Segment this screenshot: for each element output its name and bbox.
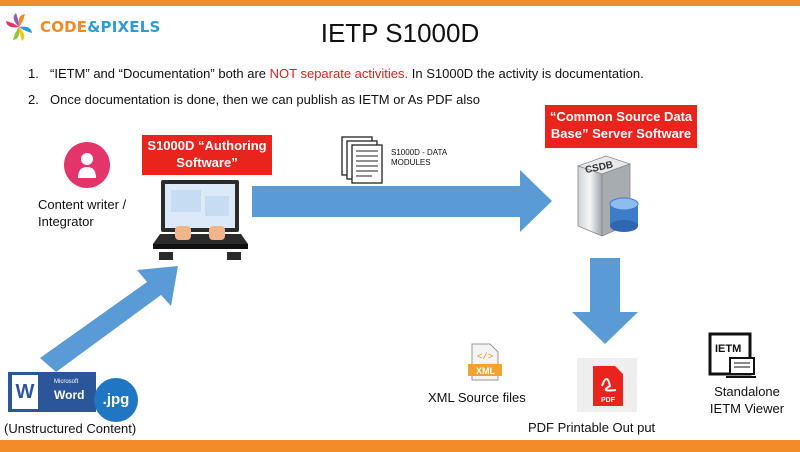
jpg-image-icon: .jpg — [94, 378, 138, 422]
csdb-server-icon: CSDB — [576, 155, 639, 237]
pinwheel-logo-icon — [6, 13, 32, 41]
word-document-icon: W Microsoft Word — [8, 372, 96, 412]
user-avatar-icon — [64, 142, 110, 188]
point-2-text: Once documentation is done, then we can … — [50, 92, 480, 107]
pdf-file-icon: PDF — [577, 358, 637, 412]
content-writer-label: Content writer /Integrator — [38, 197, 127, 229]
xml-source-files-label: XML Source files — [428, 390, 526, 405]
pdf-output-label: PDF Printable Out put — [528, 420, 656, 435]
point-1: 1. “IETM” and “Documentation” both are N… — [28, 66, 644, 92]
top-accent-bar — [0, 0, 800, 6]
xml-badge: XML — [476, 366, 496, 376]
arrow-to-laptop — [40, 266, 178, 372]
ietm-badge: IETM — [715, 343, 741, 355]
ietm-viewer-icon: IETM — [708, 332, 756, 378]
logo-wordmark: CODE&PIXELS — [40, 18, 161, 36]
documents-stack-icon — [341, 136, 383, 184]
point-2: 2. Once documentation is done, then we c… — [28, 92, 644, 118]
unstructured-content-label: (Unstructured Content) — [4, 421, 137, 436]
point-1-text: “IETM” and “Documentation” both are NOT … — [50, 66, 644, 81]
svg-text:</>: </> — [477, 352, 493, 362]
point-1-highlight: NOT separate activities. — [269, 66, 409, 81]
arrow-to-csdb — [252, 170, 552, 232]
arrow-down-to-pdf — [572, 258, 638, 344]
logo: CODE&PIXELS — [4, 10, 161, 44]
bottom-accent-bar — [0, 440, 800, 452]
bullet-points: 1. “IETM” and “Documentation” both are N… — [28, 66, 644, 118]
xml-file-icon: </> XML — [468, 343, 502, 381]
laptop-typing-icon — [153, 180, 248, 260]
slide-title: IETP S1000D — [320, 18, 480, 48]
pdf-badge: PDF — [601, 397, 616, 404]
